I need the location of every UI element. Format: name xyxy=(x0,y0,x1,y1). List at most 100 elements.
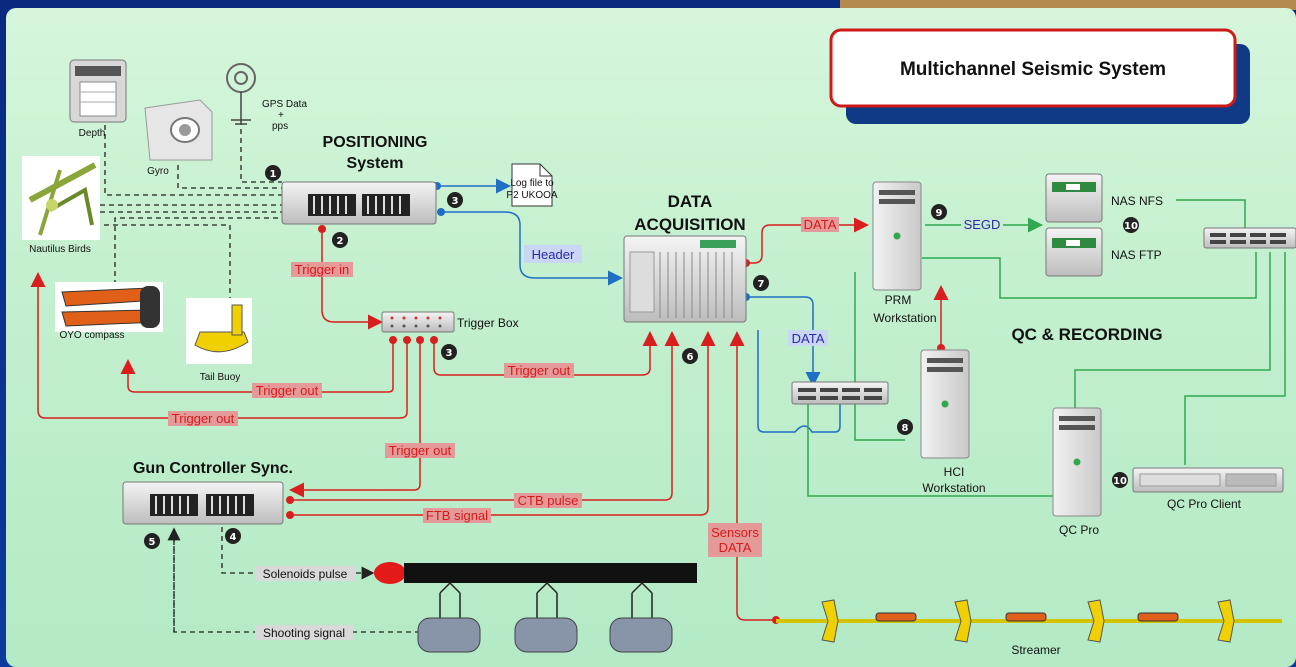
signal-trigger-out-2-tag: Trigger out xyxy=(168,411,238,426)
step-number-5: 5 xyxy=(144,533,160,549)
svg-text:Trigger out: Trigger out xyxy=(389,443,452,458)
step-number-7: 7 xyxy=(753,275,769,291)
depth-label: Depth xyxy=(79,128,106,139)
nas-nfs-device xyxy=(1045,173,1103,223)
tail-buoy-label: Tail Buoy xyxy=(200,372,241,383)
signal-header-tag: Header xyxy=(524,245,582,263)
svg-text:Header: Header xyxy=(532,247,575,262)
svg-text:Solenoids pulse: Solenoids pulse xyxy=(263,567,348,581)
qc-recording-title: QC & RECORDING xyxy=(1011,325,1162,344)
qc-pro-workstation xyxy=(1052,407,1102,517)
oyo-compass-device xyxy=(55,282,163,332)
green-network-lines xyxy=(807,199,1286,497)
gps-label-3: pps xyxy=(272,121,288,132)
top-decoration xyxy=(840,0,1296,10)
network-switch-right xyxy=(1203,227,1296,249)
depth-device xyxy=(69,59,127,123)
step-number-2: 2 xyxy=(332,232,348,248)
signal-segd-tag: SEGD xyxy=(961,217,1003,232)
step-number-10b: 10 xyxy=(1112,472,1128,488)
svg-text:2: 2 xyxy=(337,236,344,247)
blue-signal-lines xyxy=(437,178,841,433)
step-number-1: 1 xyxy=(265,165,281,181)
svg-text:Trigger out: Trigger out xyxy=(256,383,319,398)
positioning-title-2: System xyxy=(347,155,404,172)
signal-trigger-in-tag: Trigger in xyxy=(291,262,353,277)
signal-ftb-signal-tag: FTB signal xyxy=(423,508,491,523)
nas-ftp-device xyxy=(1045,227,1103,277)
nautilus-label: Nautilus Birds xyxy=(29,244,91,255)
positioning-rack xyxy=(281,181,437,225)
positioning-title-1: POSITIONING xyxy=(323,134,428,151)
svg-text:1: 1 xyxy=(270,169,277,180)
svg-text:Trigger in: Trigger in xyxy=(295,262,349,277)
oyo-label: OYO compass xyxy=(59,330,124,341)
step-number-10a: 10 xyxy=(1123,217,1139,233)
trigger-box-device xyxy=(381,311,455,333)
log-file-label-1: Log file to xyxy=(510,178,554,189)
step-number-6: 6 xyxy=(682,348,698,364)
step-number-9: 9 xyxy=(931,204,947,220)
prm-label-2: Workstation xyxy=(873,311,936,325)
signal-sensors-data-tag: Sensors DATA xyxy=(708,523,762,557)
signal-data-2-tag: DATA xyxy=(788,330,828,346)
tail-buoy-device xyxy=(186,298,252,364)
acquisition-title-2: ACQUISITION xyxy=(634,215,745,234)
svg-text:DATA: DATA xyxy=(792,331,825,346)
qc-pro-label: QC Pro xyxy=(1059,523,1099,537)
signal-ctb-pulse-tag: CTB pulse xyxy=(514,493,582,508)
svg-text:DATA: DATA xyxy=(719,540,752,555)
svg-text:SEGD: SEGD xyxy=(964,217,1001,232)
svg-text:Trigger out: Trigger out xyxy=(172,411,235,426)
prm-label-1: PRM xyxy=(885,293,912,307)
gun-controller-rack xyxy=(122,481,284,525)
nautilus-birds-device xyxy=(22,156,100,240)
hci-label-2: Workstation xyxy=(922,481,985,495)
svg-text:7: 7 xyxy=(758,279,765,290)
step-number-4: 4 xyxy=(225,528,241,544)
streamer-cable xyxy=(776,599,1282,643)
svg-text:8: 8 xyxy=(902,423,909,434)
svg-text:Trigger out: Trigger out xyxy=(508,363,571,378)
step-number-8: 8 xyxy=(897,419,913,435)
gps-label-1: GPS Data xyxy=(262,99,307,110)
signal-shooting-tag: Shooting signal xyxy=(255,625,353,640)
svg-text:3: 3 xyxy=(446,348,453,359)
qc-pro-client-device xyxy=(1132,467,1284,493)
svg-text:Shooting signal: Shooting signal xyxy=(263,626,345,640)
gps-label-2: + xyxy=(278,110,284,121)
signal-data-1-tag: DATA xyxy=(801,217,839,232)
prm-workstation xyxy=(872,181,922,291)
log-file-document xyxy=(511,163,553,207)
trigger-box-label: Trigger Box xyxy=(457,316,519,330)
signal-trigger-out-4-tag: Trigger out xyxy=(385,443,455,458)
signal-trigger-out-1-tag: Trigger out xyxy=(252,383,322,398)
network-switch-center xyxy=(791,381,889,405)
gyro-label: Gyro xyxy=(147,166,169,177)
gps-antenna-icon xyxy=(226,63,256,125)
gun-array xyxy=(374,562,697,653)
title-box: Multichannel Seismic System xyxy=(829,28,1250,124)
log-file-label-2: P2 UKOOA xyxy=(506,190,557,201)
acquisition-title-1: DATA xyxy=(668,192,713,211)
nas-ftp-label: NAS FTP xyxy=(1111,248,1162,262)
nas-nfs-label: NAS NFS xyxy=(1111,194,1163,208)
page-title: Multichannel Seismic System xyxy=(900,59,1166,80)
hci-workstation xyxy=(920,349,970,459)
gun-controller-title: Gun Controller Sync. xyxy=(133,460,293,477)
svg-text:10: 10 xyxy=(1124,221,1138,232)
svg-text:10: 10 xyxy=(1113,476,1127,487)
signal-solenoids-tag: Solenoids pulse xyxy=(255,566,355,581)
svg-text:6: 6 xyxy=(687,352,694,363)
gyro-device xyxy=(144,99,213,161)
svg-text:4: 4 xyxy=(230,532,237,543)
svg-text:Sensors: Sensors xyxy=(711,525,759,540)
hci-label-1: HCI xyxy=(944,465,965,479)
svg-text:CTB pulse: CTB pulse xyxy=(518,493,579,508)
step-number-3b: 3 xyxy=(441,344,457,360)
svg-text:DATA: DATA xyxy=(804,217,837,232)
data-acquisition-unit xyxy=(623,235,747,323)
qc-pro-client-label: QC Pro Client xyxy=(1167,497,1242,511)
svg-text:5: 5 xyxy=(149,537,156,548)
